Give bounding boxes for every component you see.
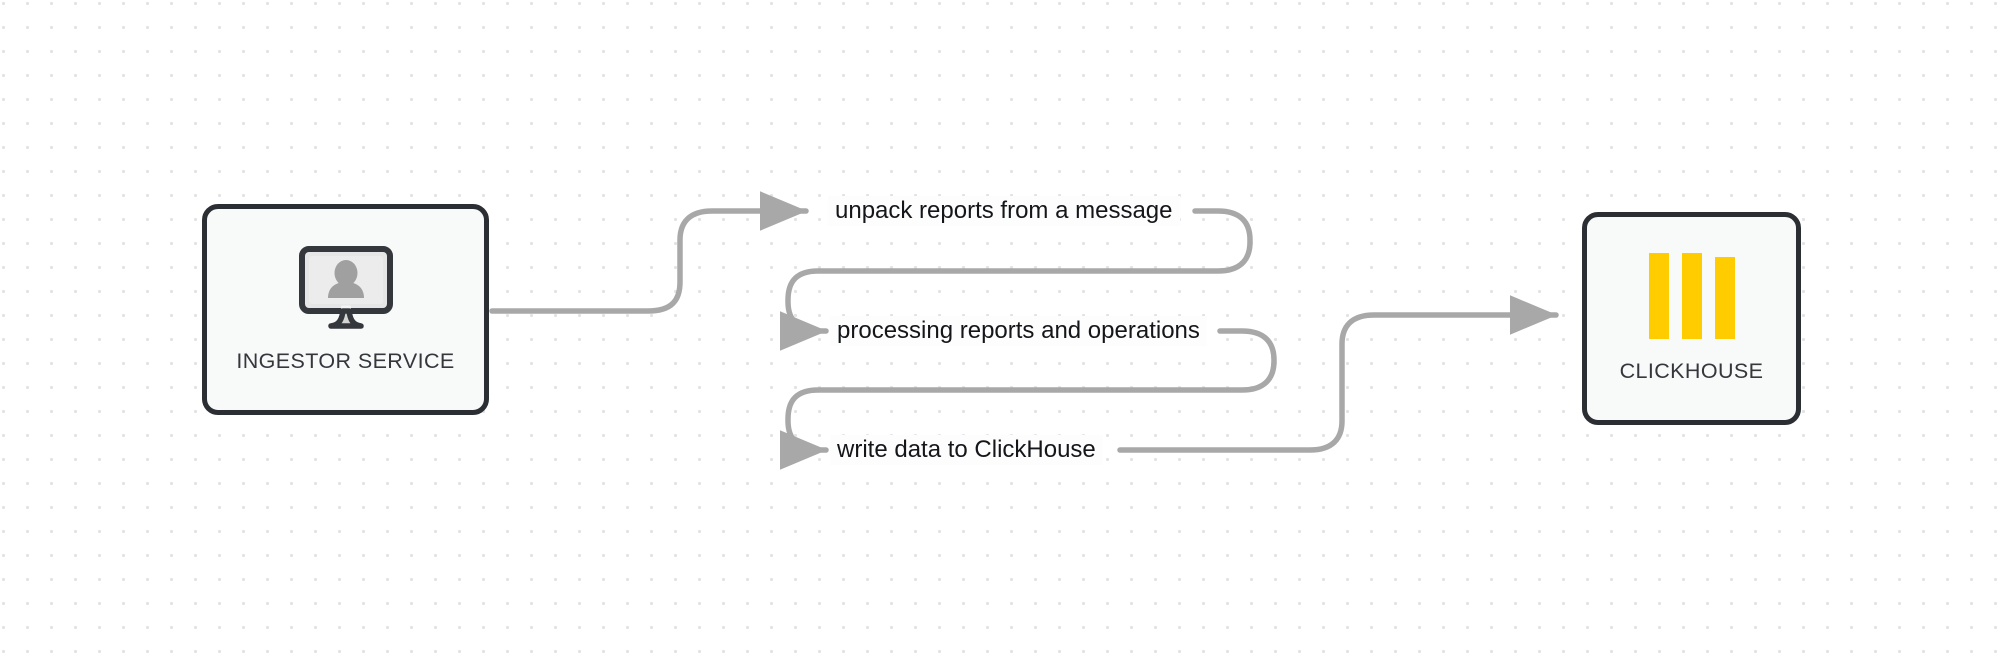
node-clickhouse[interactable]: CLICKHOUSE — [1582, 212, 1801, 425]
node-ingestor-service[interactable]: INGESTOR SERVICE — [202, 204, 489, 415]
edge-segment-ingestor-to-label1 — [489, 191, 809, 314]
edge-label-unpack-reports: unpack reports from a message — [828, 196, 1180, 226]
monitor-user-icon — [298, 245, 394, 335]
edge-segment-label1-loop — [779, 208, 1253, 351]
clickhouse-bar-3 — [1714, 257, 1735, 339]
clickhouse-logo-icon — [1648, 253, 1735, 339]
clickhouse-bar-1 — [1648, 253, 1669, 339]
edge-label-write-data: write data to ClickHouse — [830, 435, 1103, 465]
node-clickhouse-label: CLICKHOUSE — [1619, 359, 1764, 383]
node-ingestor-service-label: INGESTOR SERVICE — [236, 348, 455, 373]
clickhouse-bar-2 — [1681, 253, 1702, 339]
edge-segment-label2-loop — [779, 328, 1277, 470]
edge-label-processing-reports: processing reports and operations — [830, 316, 1207, 346]
